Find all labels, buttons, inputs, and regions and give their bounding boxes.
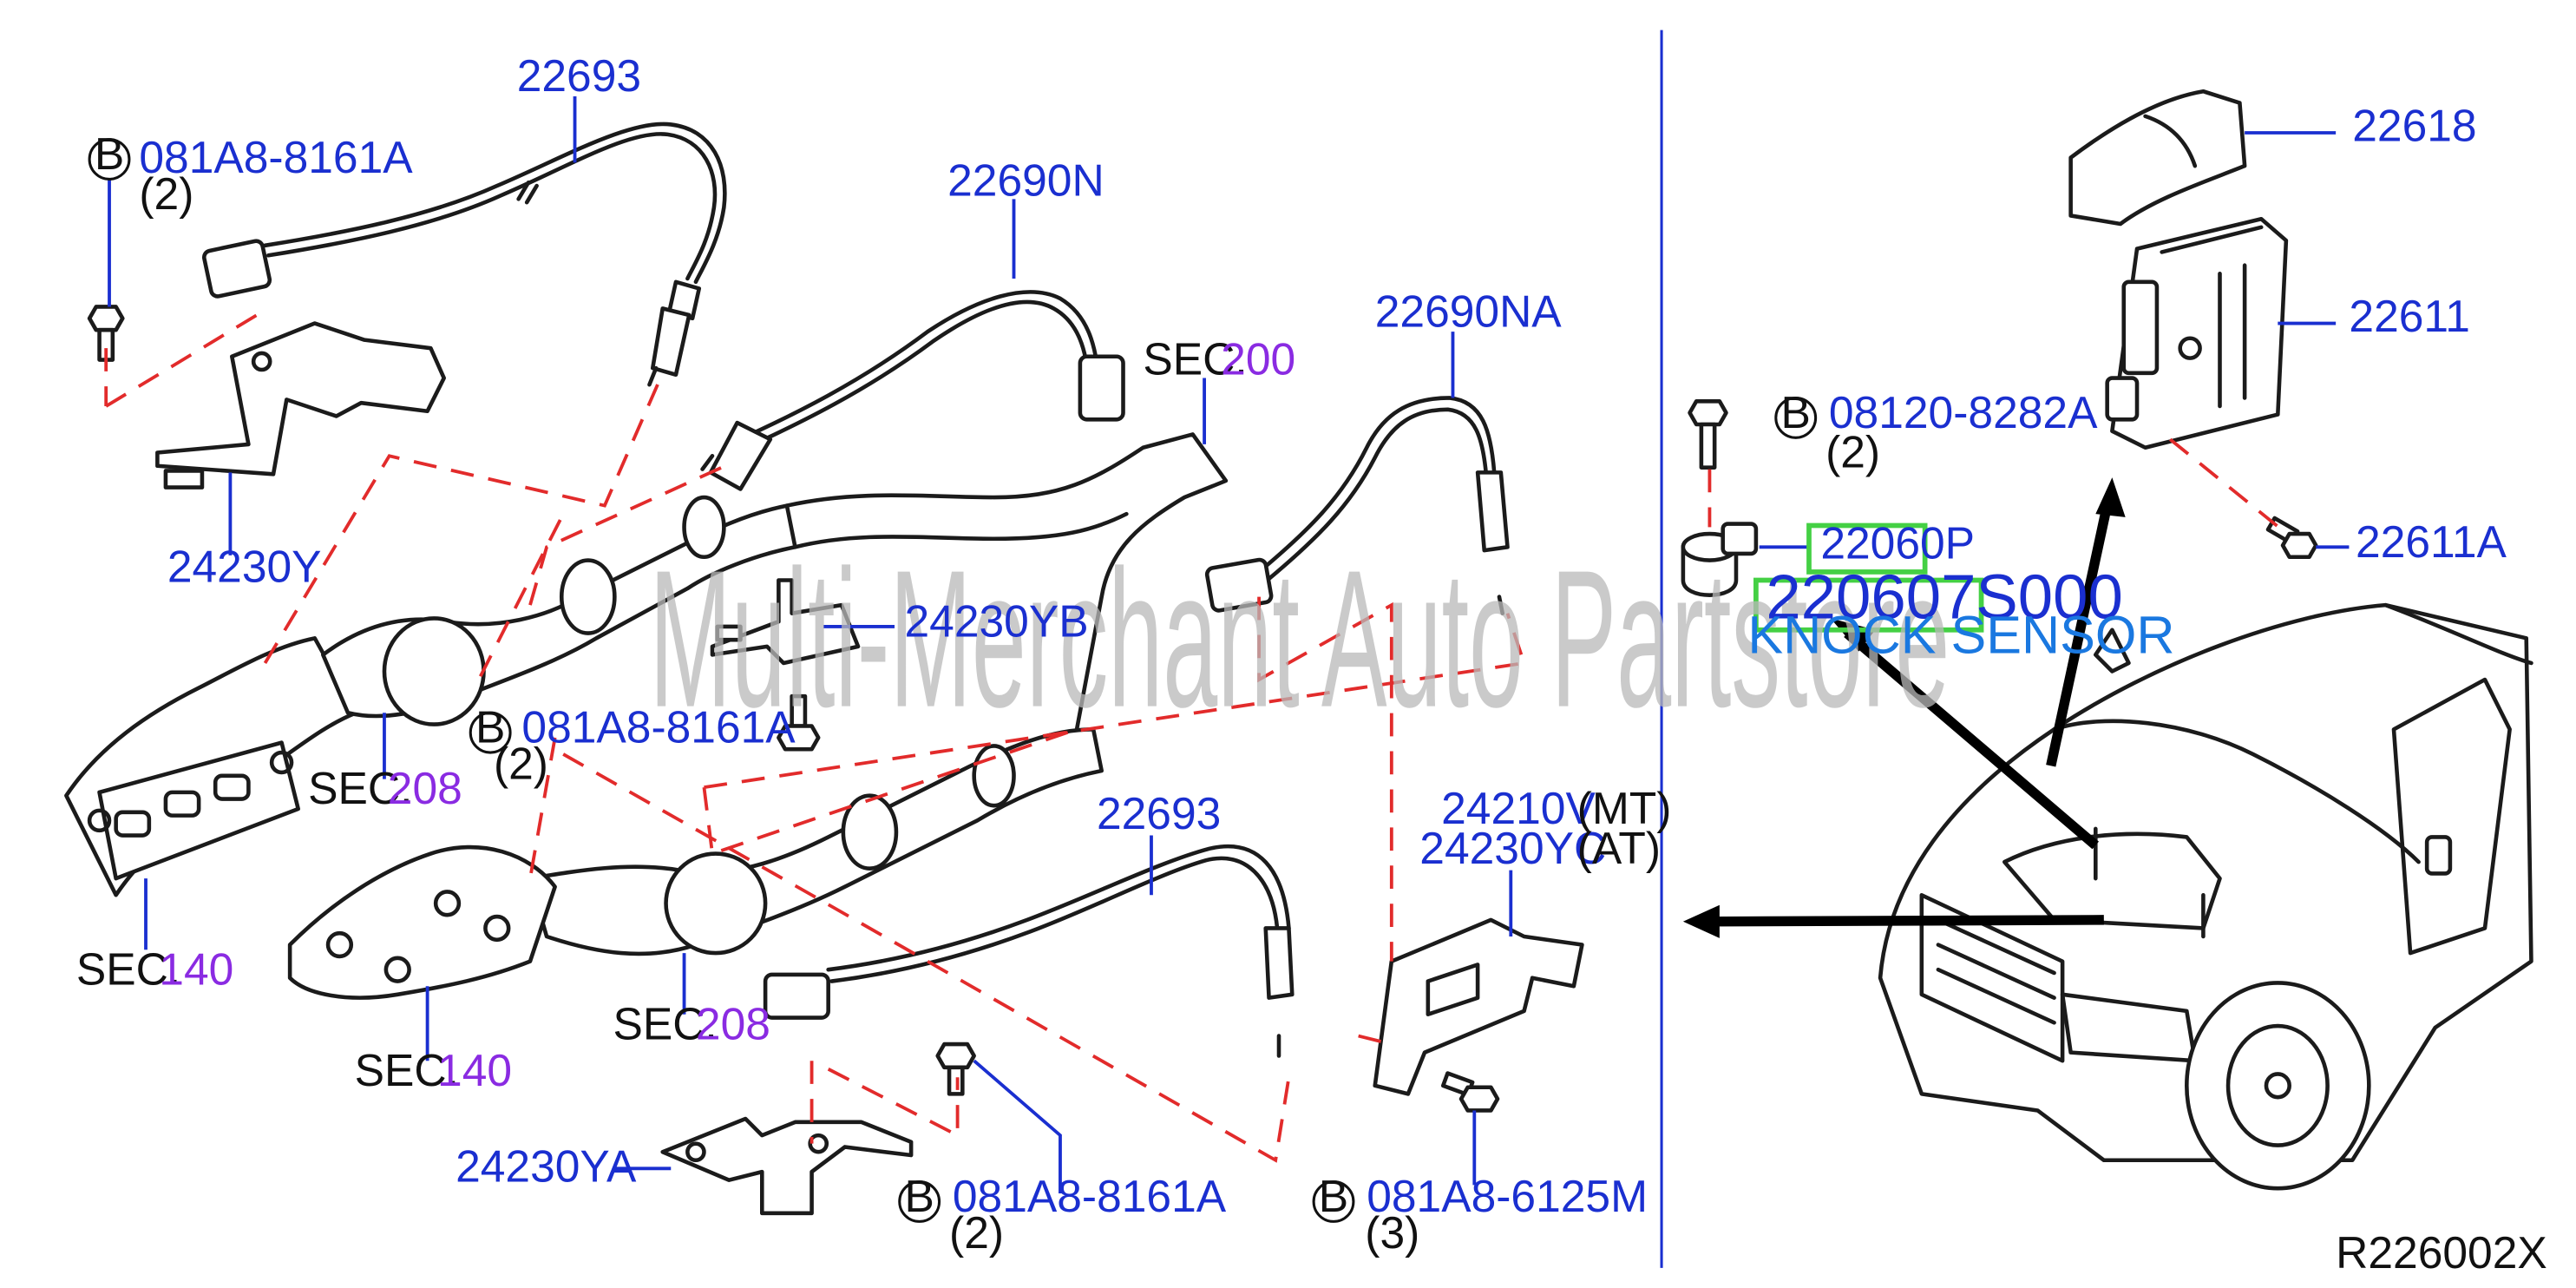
badge-letter: B: [1781, 387, 1811, 437]
exhaust-manifold-lower: [287, 844, 557, 1000]
part-label-081A8-8161A-top: 081A8-8161A: [139, 132, 413, 182]
catalytic-converter-lower: [528, 727, 1104, 956]
sec-label-208-a: SEC.: [308, 763, 412, 813]
assembly-guide-lines-right: [1708, 437, 2284, 532]
highlight-box-22060P: [1806, 522, 1928, 575]
badge-letter: B: [475, 702, 505, 752]
oxygen-sensor-22693-bottom: [763, 844, 1295, 1058]
sec-label-140-a: SEC.: [76, 943, 180, 994]
ecm-22611: [2105, 216, 2289, 450]
oxygen-sensor-22690NA: [1204, 396, 1510, 615]
bracket-24210V-24230YC: [1373, 917, 1584, 1096]
bracket-24230YA: [660, 1116, 914, 1216]
sec-label-140-b: SEC.: [355, 1045, 459, 1095]
part-label-220607S000: 220607S000: [1766, 562, 2123, 632]
sec-label-200: SEC.: [1143, 334, 1247, 384]
part-qty-081A8-8161A-bottom: (2): [949, 1207, 1004, 1258]
assembly-guide-lines-left: [104, 313, 1527, 1163]
catalytic-converter-upper: [321, 432, 1229, 732]
part-label-24230YB: 24230YB: [904, 595, 1088, 646]
bolt-081A8-6125M: [1440, 1071, 1500, 1113]
ecm-cover-22618: [2068, 89, 2247, 227]
part-label-081A8-8161A-mid: 081A8-8161A: [521, 702, 796, 752]
part-label-22611: 22611: [2349, 291, 2470, 341]
part-label-22618: 22618: [2352, 101, 2476, 151]
bolt-badges-right: [1774, 396, 1818, 439]
part-label-081A8-6125M: 081A8-6125M: [1367, 1171, 1648, 1221]
part-label-24230YC: 24230YC: [1419, 823, 1606, 873]
badge-letter: B: [904, 1171, 934, 1221]
oxygen-sensor-22690N: [700, 290, 1125, 491]
bolt-081A8-8161A-top: [87, 305, 125, 362]
sec-number-140-b: 140: [437, 1045, 512, 1095]
watermark-text: Multi-Merchant Auto Partstore: [649, 529, 1950, 748]
part-label-24230Y: 24230Y: [167, 541, 322, 591]
part-label-24210V: 24210V: [1441, 783, 1596, 833]
location-arrows: [1682, 477, 2126, 938]
part-note-24210V: (MT): [1577, 783, 1672, 833]
leader-lines-left: [108, 95, 1513, 1193]
sec-number-208-b: 208: [696, 998, 770, 1048]
part-label-22690NA: 22690NA: [1375, 286, 1563, 336]
sec-number-208-a: 208: [388, 763, 462, 813]
part-label-22690N: 22690N: [947, 155, 1104, 206]
diagram-id: R226002X: [2336, 1227, 2547, 1278]
badge-letter: B: [1319, 1171, 1348, 1221]
part-label-22060P: 22060P: [1820, 518, 1975, 568]
part-qty-081A8-8161A-mid: (2): [494, 739, 548, 789]
part-qty-08120-8282A: (2): [1825, 427, 1880, 477]
exhaust-manifold-upper: [64, 636, 358, 897]
part-label-22693-bottom: 22693: [1097, 788, 1221, 838]
part-note-24230YC: (AT): [1577, 823, 1661, 873]
highlight-box-220607S000: [1753, 577, 1984, 633]
bolt-badges-left: [88, 138, 1355, 1223]
truck-illustration: [1878, 602, 2533, 1191]
part-label-081A8-8161A-bottom: 081A8-8161A: [953, 1171, 1227, 1221]
bolt-08120-8282A: [1688, 398, 1728, 470]
part-qty-081A8-8161A-top: (2): [139, 168, 193, 219]
part-label-24230YA: 24230YA: [456, 1141, 637, 1192]
leader-lines-right: [1759, 131, 2350, 549]
oxygen-sensor-22693-top: [201, 122, 727, 387]
knock-sensor-label: KNOCK SENSOR: [1747, 606, 2174, 665]
badge-letter: B: [95, 128, 124, 179]
part-label-22611A: 22611A: [2356, 516, 2507, 567]
sec-number-200: 200: [1221, 334, 1295, 384]
knock-sensor-22060P: [1681, 522, 1759, 597]
part-qty-081A8-6125M: (3): [1365, 1207, 1419, 1258]
part-label-08120-8282A: 08120-8282A: [1829, 387, 2098, 437]
sec-number-140-a: 140: [159, 943, 233, 994]
bracket-24230YB: [710, 578, 861, 666]
bolt-24230YB: [777, 693, 821, 752]
part-label-22693-top: 22693: [517, 50, 641, 101]
sec-label-208-b: SEC.: [613, 998, 717, 1048]
bracket-24230Y: [155, 321, 446, 490]
